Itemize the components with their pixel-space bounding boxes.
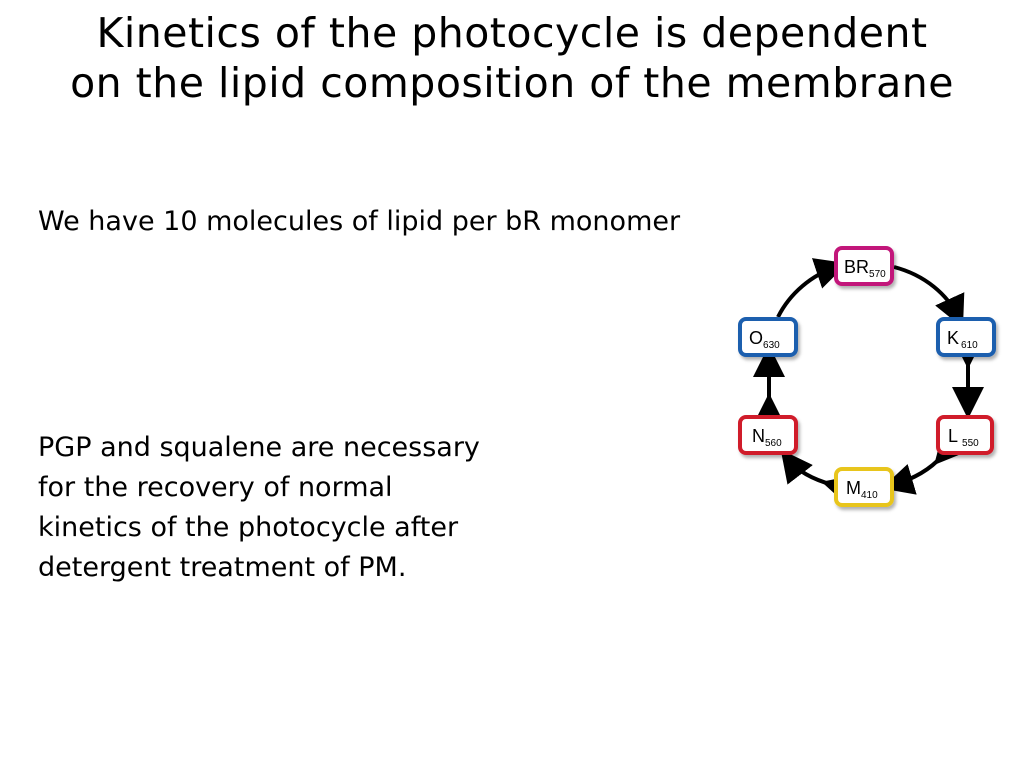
subtitle-text: We have 10 molecules of lipid per bR mon… bbox=[38, 206, 681, 237]
svg-text:O630: O630 bbox=[749, 328, 780, 351]
node-m: M410 bbox=[834, 467, 894, 507]
body-paragraph: PGP and squalene are necessary for the r… bbox=[38, 428, 578, 588]
arrow-m-n bbox=[780, 449, 857, 506]
arrow-l-m bbox=[881, 430, 968, 495]
slide-title: Kinetics of the photocycle is dependent … bbox=[0, 8, 1024, 108]
body-line-3: kinetics of the photocycle after bbox=[38, 512, 459, 543]
body-line-1: PGP and squalene are necessary bbox=[38, 432, 480, 463]
arrow-br-to-k bbox=[893, 265, 965, 328]
node-br: BR570 bbox=[834, 246, 894, 286]
svg-text:M410: M410 bbox=[846, 478, 878, 501]
title-line-1: Kinetics of the photocycle is dependent bbox=[96, 9, 928, 57]
svg-text:BR570: BR570 bbox=[844, 257, 886, 280]
body-line-4: detergent treatment of PM. bbox=[38, 552, 407, 583]
node-o: O630 bbox=[738, 317, 798, 357]
body-line-2: for the recovery of normal bbox=[38, 472, 393, 503]
title-line-2: on the lipid composition of the membrane bbox=[70, 59, 954, 107]
node-n: N560 bbox=[738, 415, 798, 455]
arrow-o-to-br bbox=[776, 258, 848, 318]
svg-text:N560: N560 bbox=[752, 426, 782, 449]
